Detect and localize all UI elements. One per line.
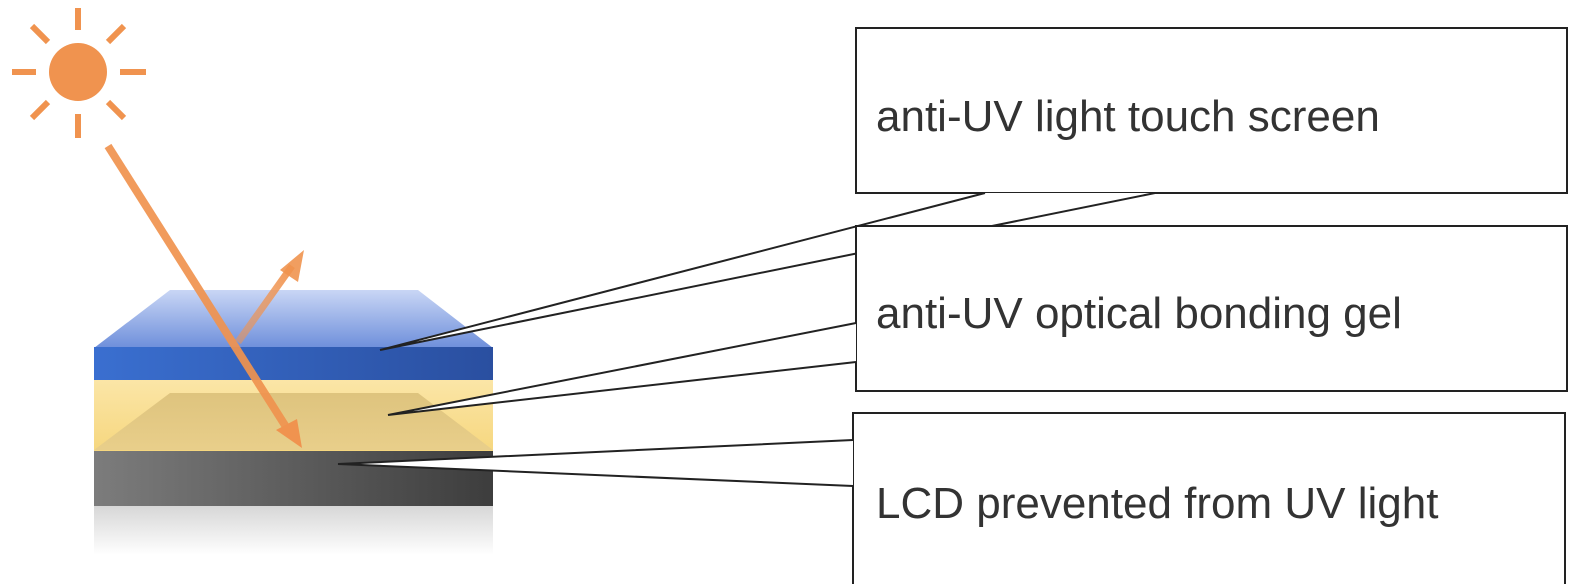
touch-layer-top <box>94 290 493 348</box>
sun-icon <box>12 8 146 138</box>
label-touch-screen: anti-UV light touch screen <box>876 92 1380 141</box>
reflected-uv-arrow <box>235 250 304 345</box>
callout-bonding-gel <box>387 225 1568 416</box>
callout-touch-screen <box>379 27 1568 351</box>
callout-lcd <box>337 412 1566 584</box>
lcd-layer <box>94 450 493 506</box>
label-bonding-gel: anti-UV optical bonding gel <box>876 289 1402 338</box>
label-lcd: LCD prevented from UV light <box>876 479 1439 528</box>
touch-layer <box>94 347 493 380</box>
stack-shadow <box>94 505 493 555</box>
incoming-uv-arrow <box>104 143 302 448</box>
